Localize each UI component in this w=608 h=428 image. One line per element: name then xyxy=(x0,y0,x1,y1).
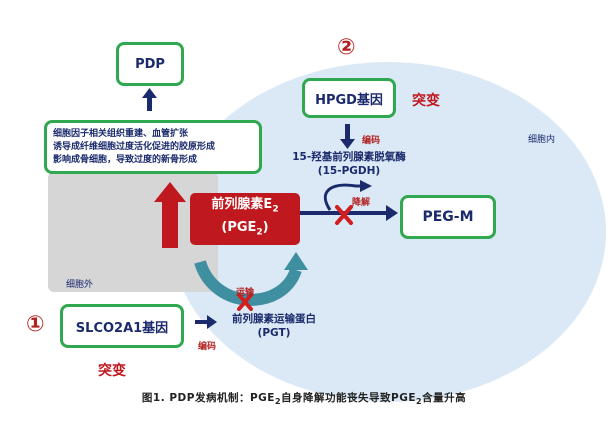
block-cross-transport xyxy=(237,293,253,311)
arrow-to-pdp xyxy=(142,88,157,111)
transporter-label: 前列腺素运输蛋白 (PGT) xyxy=(214,312,334,340)
figure-caption: 图1. PDP发病机制：PGE2自身降解功能丧失导致PGE2含量升高 xyxy=(0,390,608,406)
caption-sub-1: 2 xyxy=(274,397,282,407)
intracellular-text: 细胞内 xyxy=(528,135,556,145)
arrow-hpgd-to-enzyme xyxy=(340,124,355,149)
slco2a1-gene-box: SLCO2A1基因 xyxy=(60,304,184,348)
enzyme-line-1: 15-羟基前列腺素脱氧酶 xyxy=(292,151,406,163)
arrow-slco-to-pgt xyxy=(195,315,217,329)
mutation-label-bottom: 突变 xyxy=(98,360,126,380)
transporter-line-1: 前列腺素运输蛋白 xyxy=(232,313,316,325)
pge2-name: 前列腺素E xyxy=(211,197,273,213)
degrade-text: 降解 xyxy=(352,198,371,208)
intracellular-region xyxy=(170,62,606,402)
caption-mid: 自身降解功能丧失导致PGE xyxy=(281,392,417,404)
pge2-abbr: (PGE xyxy=(221,220,257,235)
encode-label-bottom: 编码 xyxy=(198,334,216,353)
degradation-curve-arrow xyxy=(323,183,362,211)
pdp-box: PDP xyxy=(116,42,184,86)
extracellular-label: 细胞外 xyxy=(66,272,93,291)
caption-suffix: 含量升高 xyxy=(422,392,467,404)
pge2-name-sub: 2 xyxy=(272,205,279,215)
caption-sub-2: 2 xyxy=(416,397,423,407)
slco2a1-gene-label: SLCO2A1基因 xyxy=(75,320,169,336)
encode-top-text: 编码 xyxy=(362,136,381,146)
marker-2: ② xyxy=(337,35,356,60)
marker-2-label: ② xyxy=(337,35,356,60)
encode-bottom-text: 编码 xyxy=(198,342,217,352)
pge2-name-line: 前列腺素E2 xyxy=(211,196,278,219)
pdp-label: PDP xyxy=(135,56,165,72)
effects-box: 细胞因子相关组织重建、血管扩张 诱导成纤维细胞过度活化促进的胶原形成 影响成骨细… xyxy=(44,120,262,174)
effect-line-3: 影响成骨细胞，导致过度的新骨形成 xyxy=(53,154,198,165)
degrade-label: 降解 xyxy=(352,190,370,209)
big-red-up-arrow xyxy=(154,182,186,248)
transport-text: 运输 xyxy=(236,288,255,298)
pge2-abbr-line: (PGE2) xyxy=(221,219,268,242)
effect-line-1: 细胞因子相关组织重建、血管扩张 xyxy=(53,128,189,139)
caption-prefix: 图1. PDP发病机制：PGE xyxy=(141,392,275,404)
effect-line-2: 诱导成纤维细胞过度活化促进的胶原形成 xyxy=(53,141,216,152)
mutation-bottom-text: 突变 xyxy=(98,363,126,379)
marker-1-label: ① xyxy=(26,312,45,337)
pge2-abbr-sub: 2 xyxy=(256,227,263,238)
degradation-curve-head xyxy=(360,180,372,192)
peg-m-box: PEG-M xyxy=(400,195,496,239)
pge2-box: 前列腺素E2 (PGE2) xyxy=(190,193,300,245)
hpgd-gene-label: HPGD基因 xyxy=(315,92,383,108)
block-cross-degradation xyxy=(335,205,353,225)
pge2-abbr-close: ) xyxy=(262,220,269,235)
transporter-line-2: (PGT) xyxy=(257,327,291,339)
intracellular-label: 细胞内 xyxy=(528,127,555,146)
enzyme-line-2: (15-PGDH) xyxy=(317,165,381,177)
extracellular-text: 细胞外 xyxy=(66,280,94,290)
transport-label: 运输 xyxy=(236,280,254,299)
transport-arc-head xyxy=(284,252,308,270)
hpgd-gene-box: HPGD基因 xyxy=(302,78,396,118)
mutation-top-text: 突变 xyxy=(412,93,440,109)
mutation-label-top: 突变 xyxy=(412,90,440,110)
peg-m-label: PEG-M xyxy=(422,209,474,225)
marker-1: ① xyxy=(26,312,45,337)
enzyme-label: 15-羟基前列腺素脱氧酶 (15-PGDH) xyxy=(268,150,430,178)
encode-label-top: 编码 xyxy=(362,128,380,147)
